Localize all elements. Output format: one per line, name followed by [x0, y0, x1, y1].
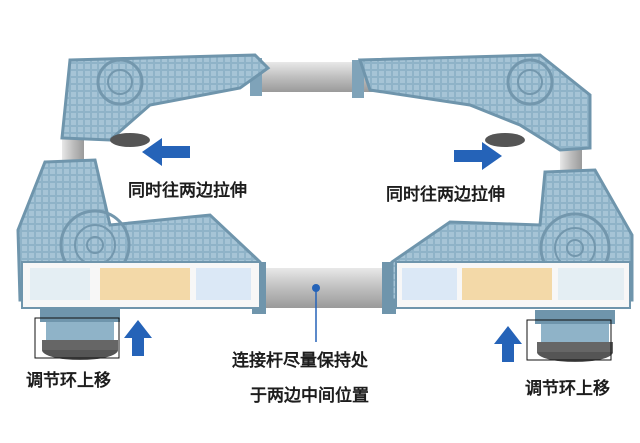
front-connecting-rod — [258, 268, 398, 308]
arrow-left-icon — [142, 138, 190, 166]
arrow-up-icon — [124, 320, 152, 356]
front-right-foot-highlight — [526, 319, 612, 361]
center-note-line2: 于两边中间位置 — [250, 386, 369, 406]
adjust-ring-right-label: 调节环上移 — [525, 379, 610, 399]
back-right-corner-tray — [357, 53, 592, 152]
front-left-foot-highlight — [34, 317, 120, 359]
stretch-left-label: 同时往两边拉伸 — [128, 181, 247, 201]
arrow-right-icon — [454, 142, 502, 170]
center-note-line1: 连接杆尽量保持处 — [232, 351, 368, 371]
adjust-ring-left-label: 调节环上移 — [26, 371, 111, 391]
arrow-up-icon — [494, 326, 522, 362]
back-left-corner-tray — [60, 53, 271, 142]
front-left-adjustable-foot — [40, 308, 120, 360]
stretch-right-label: 同时往两边拉伸 — [386, 185, 505, 205]
front-right-adjustable-foot — [535, 310, 615, 362]
